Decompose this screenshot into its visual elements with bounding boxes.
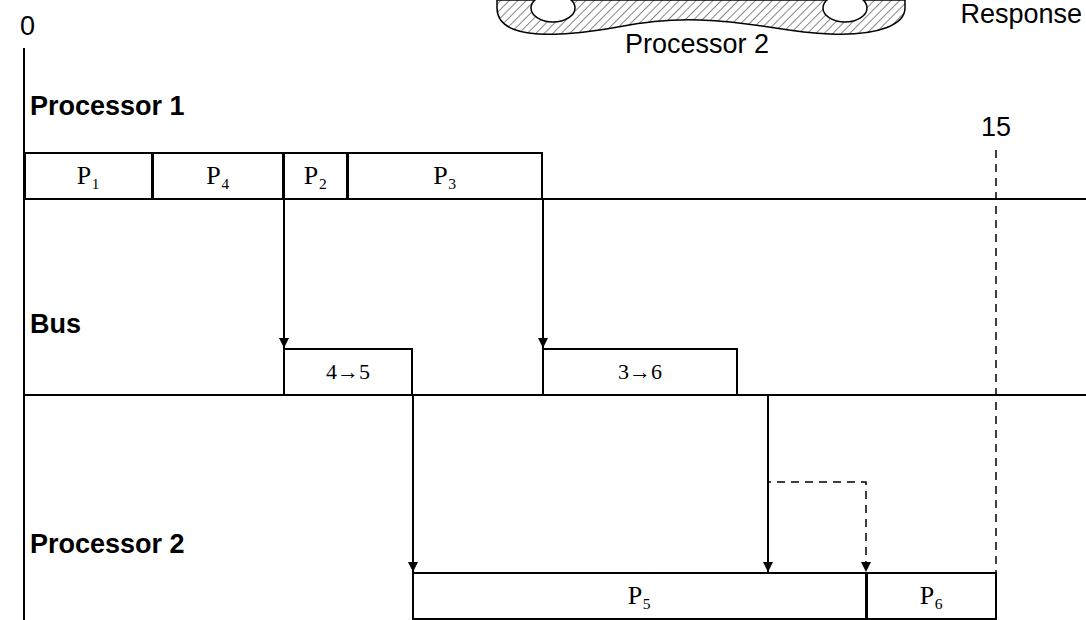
time-mark: 0 <box>20 12 35 42</box>
task-name: P₁ <box>77 163 101 189</box>
data-arrow <box>738 395 866 572</box>
data-arrow <box>738 395 768 572</box>
task-box: P₃ <box>347 152 543 200</box>
task-name: 4→5 <box>326 361 370 383</box>
task-name: P₄ <box>206 163 230 189</box>
deadline-line <box>995 150 997 572</box>
lane-name: Processor 1 <box>30 92 185 122</box>
task-circle <box>823 0 867 22</box>
task-name: 3→6 <box>618 361 662 383</box>
graph-label: Processor 2 <box>625 30 769 60</box>
task-circle <box>531 0 575 22</box>
data-arrow <box>283 200 285 348</box>
task-box: P₆ <box>866 572 997 620</box>
message-box: 3→6 <box>542 348 738 396</box>
lane-name: Processor 2 <box>30 530 185 560</box>
task-box: P₂ <box>283 152 348 200</box>
task-name: P₅ <box>628 583 652 609</box>
message-box: 4→5 <box>283 348 413 396</box>
lane-name: Bus <box>30 310 81 340</box>
time-axis <box>23 48 25 620</box>
task-box: P₁ <box>24 152 153 200</box>
graph-label: Response <box>960 0 1082 30</box>
task-box: P₄ <box>152 152 284 200</box>
task-name: P₂ <box>304 163 328 189</box>
task-name: P₆ <box>920 583 944 609</box>
time-mark: 15 <box>981 113 1011 143</box>
task-name: P₃ <box>433 163 457 189</box>
task-box: P₅ <box>412 572 867 620</box>
data-arrow <box>542 200 544 348</box>
data-arrow <box>412 395 414 572</box>
